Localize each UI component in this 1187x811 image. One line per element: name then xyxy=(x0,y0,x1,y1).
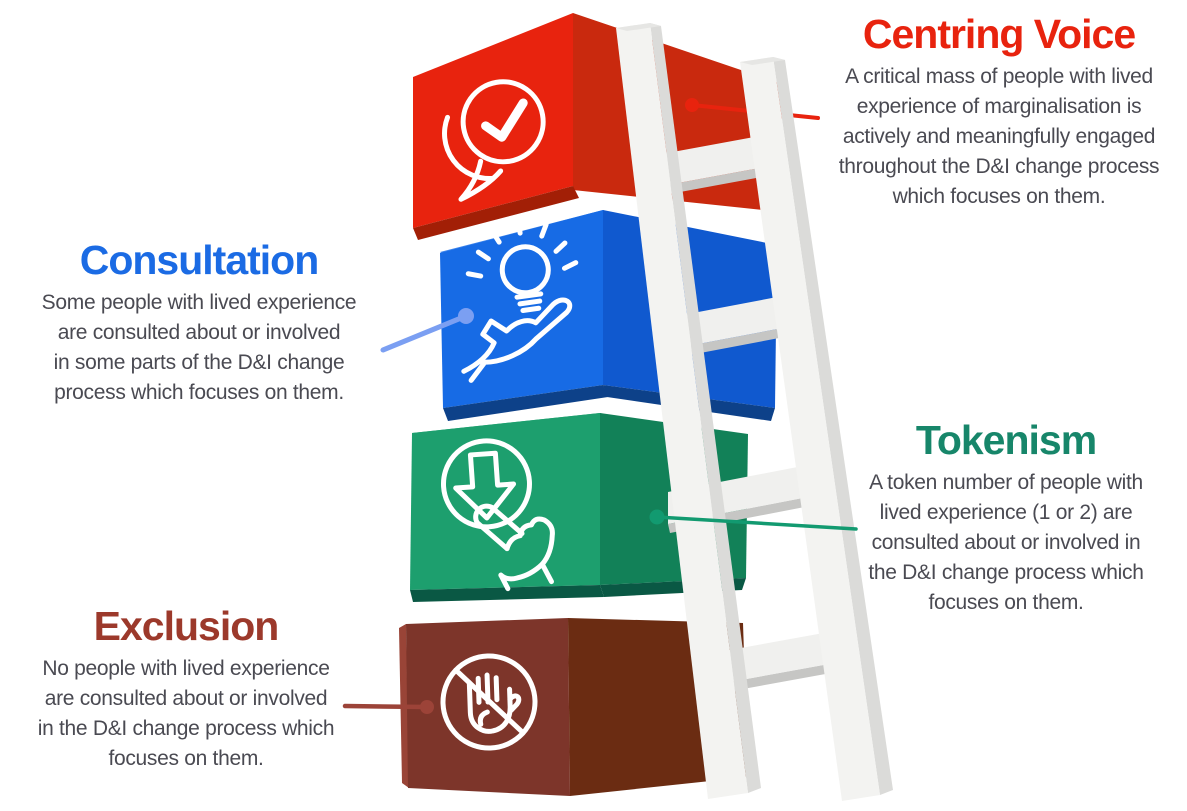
centring-voice-title: Centring Voice xyxy=(862,11,1136,57)
box-underside xyxy=(410,585,604,602)
exclusion-callout-line xyxy=(342,703,430,710)
box-front xyxy=(406,618,570,796)
rail-top-cap xyxy=(740,57,785,65)
exclusion-callout-dot xyxy=(420,700,434,714)
ladder xyxy=(616,23,893,801)
no-hand-icon xyxy=(440,653,538,751)
exclusion-description: No people with lived experience are cons… xyxy=(37,657,335,770)
tokenism-description: A token number of people with lived expe… xyxy=(868,471,1144,614)
box-underside xyxy=(443,385,608,421)
consultation-callout-line xyxy=(380,313,469,353)
section-consultation: Consultation Some people with lived expe… xyxy=(6,238,392,408)
consultation-title: Consultation xyxy=(79,237,320,283)
box-underside xyxy=(413,186,579,240)
box-front xyxy=(410,413,600,590)
consultation-callout-dot xyxy=(458,308,474,324)
press-button-icon xyxy=(440,438,555,592)
hand-lightbulb-icon xyxy=(461,218,579,383)
exclusion-title: Exclusion xyxy=(93,603,280,649)
ladder-left-rail xyxy=(616,23,761,799)
box-front xyxy=(413,13,573,228)
tokenism-callout-line xyxy=(655,515,858,531)
rail-top-cap xyxy=(616,23,661,31)
section-tokenism: Tokenism A token number of people with l… xyxy=(828,418,1184,618)
chat-check-icon xyxy=(442,79,546,202)
consultation-description: Some people with lived experience are co… xyxy=(41,291,357,404)
ladder-right-rail xyxy=(740,57,893,801)
section-centring-voice: Centring Voice A critical mass of people… xyxy=(812,12,1186,212)
centring-voice-description: A critical mass of people with lived exp… xyxy=(838,65,1160,208)
box-centring-voice xyxy=(413,13,782,240)
section-exclusion: Exclusion No people with lived experienc… xyxy=(0,604,372,774)
centring-voice-callout-dot xyxy=(685,98,699,112)
tokenism-title: Tokenism xyxy=(915,417,1097,463)
tokenism-callout-dot xyxy=(649,509,665,525)
